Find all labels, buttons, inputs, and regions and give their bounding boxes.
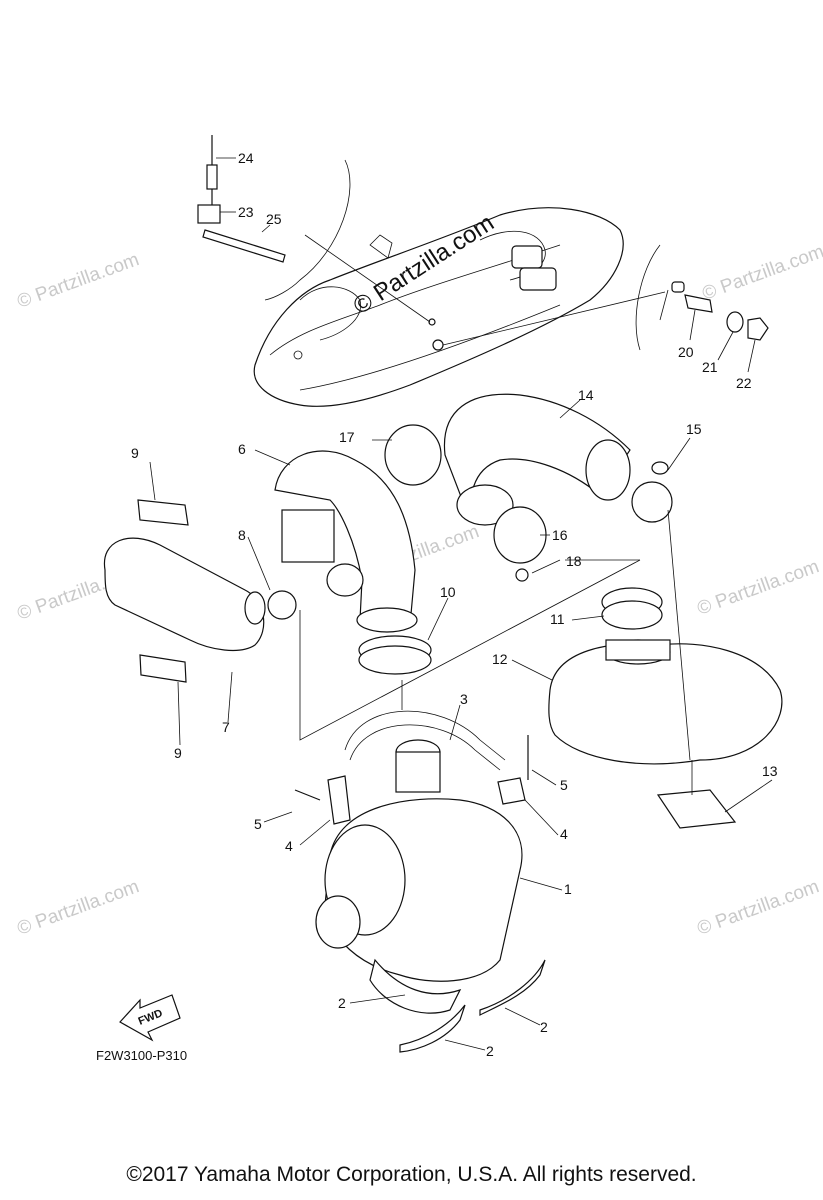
callout-2-b: 2	[540, 1019, 548, 1035]
leader-lines	[149, 157, 773, 1051]
watermark-right-bottom: © Partzilla.com	[695, 876, 822, 940]
pads	[369, 958, 546, 1053]
callouts: 24 23 25 20 21 22 14 15 17 6 9 8 16 18 1…	[131, 150, 778, 1059]
callout-1: 1	[564, 881, 572, 897]
watermark-right-mid: © Partzilla.com	[695, 556, 822, 620]
fwd-arrow-icon: FWD	[119, 994, 181, 1042]
callout-2-c: 2	[486, 1043, 494, 1059]
callout-9-bottom: 9	[174, 745, 182, 761]
callout-3: 3	[460, 691, 468, 707]
watermark-left-top: © Partzilla.com	[15, 249, 142, 313]
air-duct-assembly	[384, 393, 673, 582]
watermark-right-top: © Partzilla.com	[700, 241, 823, 305]
intake-duct	[274, 450, 418, 633]
diagram-code: F2W3100-P310	[96, 1048, 187, 1063]
callout-4-right: 4	[560, 826, 568, 842]
clamps	[358, 587, 663, 675]
callout-9-top: 9	[131, 445, 139, 461]
callout-4-left: 4	[285, 838, 293, 854]
callout-2-a: 2	[338, 995, 346, 1011]
fasteners-top	[197, 135, 769, 341]
callout-14: 14	[578, 387, 594, 403]
copyright-text: ©2017 Yamaha Motor Corporation, U.S.A. A…	[126, 1163, 697, 1186]
callout-18: 18	[566, 553, 582, 569]
callout-7: 7	[222, 719, 230, 735]
air-box-7	[103, 499, 297, 683]
air-box-12	[548, 639, 783, 829]
muffler	[315, 739, 523, 982]
callout-8: 8	[238, 527, 246, 543]
callout-5-right: 5	[560, 777, 568, 793]
callout-19: 20	[678, 344, 694, 360]
callout-22: 23	[238, 204, 254, 220]
callout-11: 11	[550, 611, 565, 627]
callout-23: 24	[238, 150, 254, 166]
guide-lines	[299, 509, 693, 795]
callout-5-left: 5	[254, 816, 262, 832]
callout-24: 25	[266, 211, 282, 227]
callout-21: 22	[736, 375, 752, 391]
callout-13: 13	[762, 763, 778, 779]
callout-16: 16	[552, 527, 568, 543]
strap-and-brackets	[294, 710, 529, 825]
callout-17: 17	[339, 429, 355, 445]
callout-6: 6	[238, 441, 246, 457]
watermark-left-bottom: © Partzilla.com	[15, 876, 142, 940]
callout-12: 12	[492, 651, 508, 667]
parts-diagram: © Partzilla.com © Partzilla.com © Partzi…	[15, 135, 823, 1063]
callout-20: 21	[702, 359, 718, 375]
watercraft-illustration	[253, 159, 666, 407]
callout-15: 15	[686, 421, 702, 437]
callout-10: 10	[440, 584, 456, 600]
